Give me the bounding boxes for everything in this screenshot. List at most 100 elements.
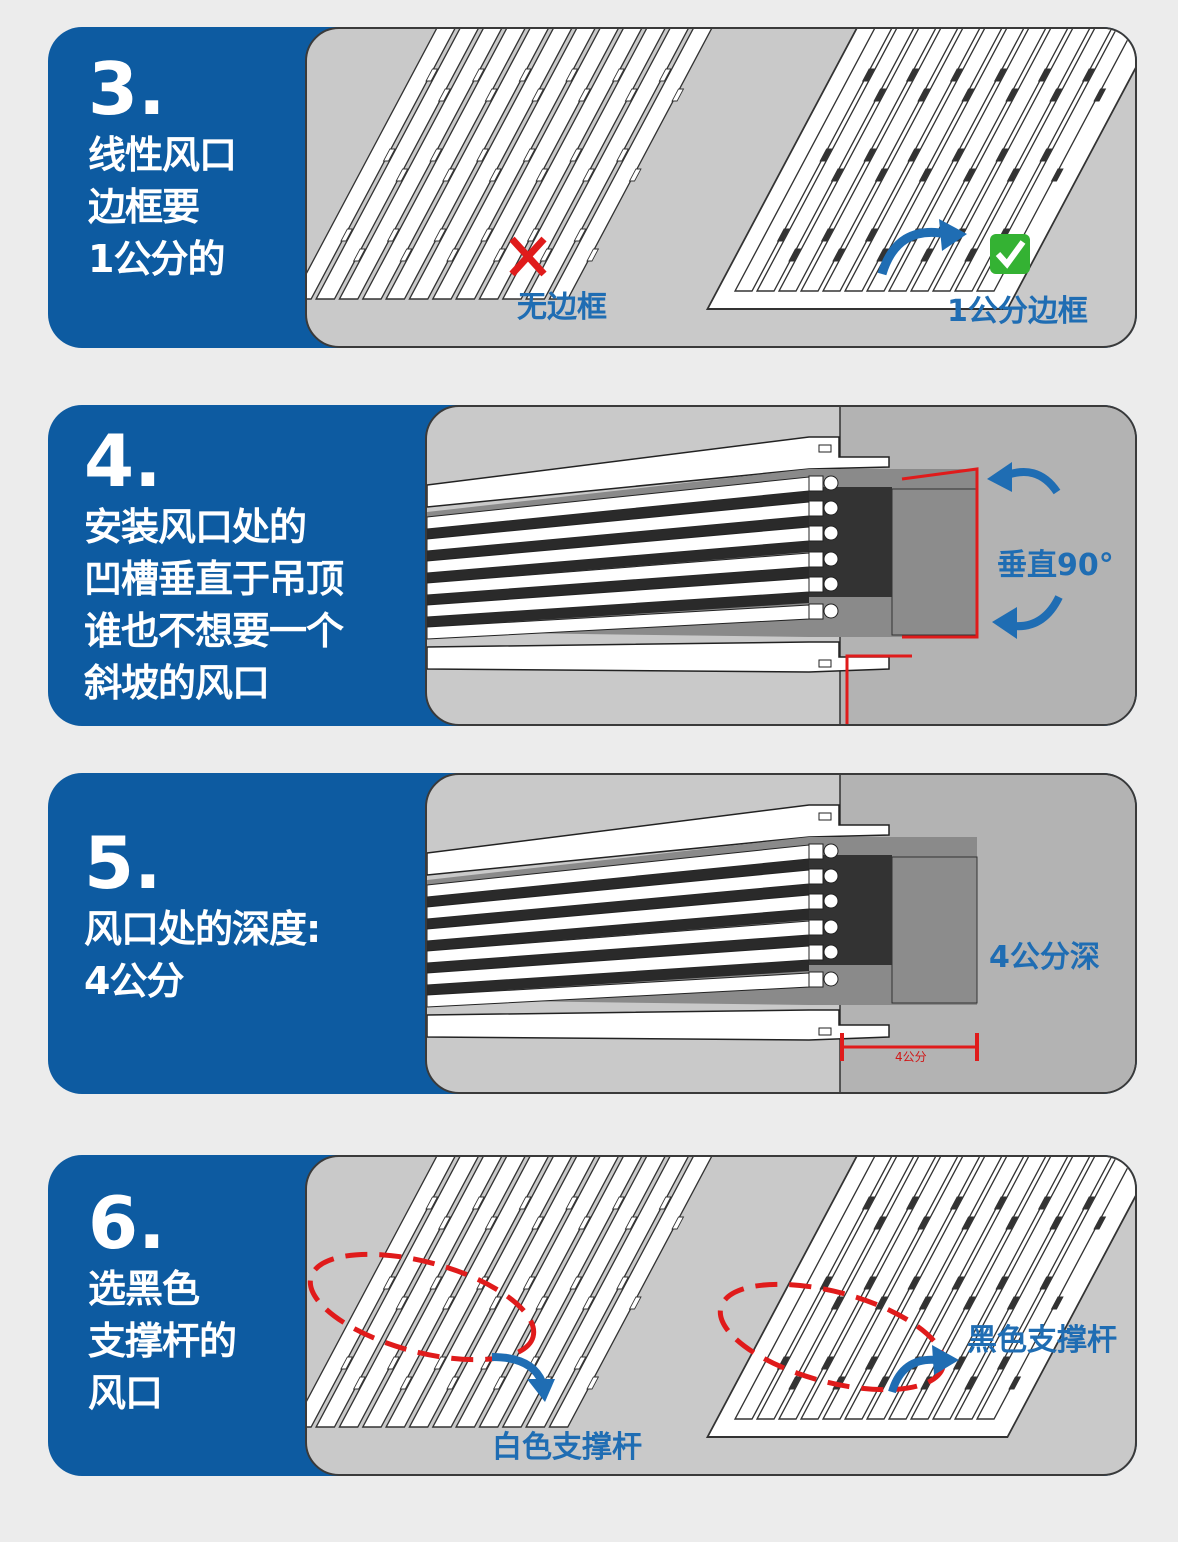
grille-slat [501, 1157, 677, 1428]
grille-slat [314, 29, 490, 300]
support-bar [873, 1216, 887, 1230]
grille-slat [887, 29, 1058, 292]
support-bar [820, 1356, 834, 1370]
slat-end [808, 971, 824, 988]
support-bar [819, 1276, 833, 1290]
slat-end [808, 475, 824, 492]
gap [427, 884, 809, 929]
gap [427, 541, 809, 583]
support-bar [1006, 1296, 1020, 1310]
support-bar [1081, 68, 1095, 82]
cross-section-illustration [427, 407, 1135, 724]
grille-slat [454, 29, 630, 300]
label-depth: 4公分深 [989, 940, 1100, 975]
section-line: 谁也不想要一个 [84, 609, 344, 653]
support-bar [437, 1216, 451, 1230]
support-bar [861, 1196, 875, 1210]
grille-slat [843, 1157, 1014, 1420]
section-line: 4公分 [84, 959, 184, 1003]
support-bar [993, 68, 1007, 82]
support-bar [624, 1216, 638, 1230]
slat-end [823, 843, 839, 859]
support-bar [1050, 1296, 1064, 1310]
support-bar [429, 1276, 443, 1290]
support-bar [961, 1216, 975, 1230]
support-bar [352, 1376, 366, 1390]
support-bar [522, 148, 536, 162]
arrow-head-icon [527, 1379, 555, 1402]
section-number: 5. [84, 821, 162, 905]
grille-slat [548, 29, 724, 300]
grille-illustration [307, 1157, 1135, 1438]
support-bar [962, 168, 976, 182]
slat-end [823, 500, 839, 516]
support-bar [492, 1376, 506, 1390]
gap [427, 909, 809, 951]
support-bar [788, 248, 802, 262]
support-bar [788, 1376, 802, 1390]
slat-end [808, 576, 824, 593]
support-bar [658, 68, 672, 82]
support-bar [565, 1196, 579, 1210]
slat-end [823, 944, 839, 960]
slat-end [823, 603, 839, 619]
support-bar [1039, 1276, 1053, 1290]
support-bar [1081, 1196, 1095, 1210]
support-bar [531, 1216, 545, 1230]
grille-slat [975, 1157, 1135, 1420]
support-bar [476, 148, 489, 162]
section-line: 1公分的 [88, 237, 225, 281]
support-bar [611, 68, 625, 82]
support-bar [442, 1296, 456, 1310]
support-bar [907, 1276, 921, 1290]
arrow-icon [888, 1355, 938, 1394]
support-bar [863, 1276, 877, 1290]
support-bar [819, 148, 833, 162]
slat-end [823, 893, 839, 909]
grille-slat [975, 29, 1135, 292]
support-bar [832, 248, 846, 262]
support-bar [864, 1356, 878, 1370]
support-bar [1093, 1216, 1107, 1230]
support-bar [1005, 1216, 1019, 1230]
support-bar [488, 1296, 502, 1310]
support-bar [569, 1276, 583, 1290]
support-bar [471, 68, 485, 82]
support-bar [395, 1296, 409, 1310]
section-3: 3. 线性风口 边框要 1公分的 无边框 1公分边框 [48, 27, 1137, 348]
support-bar [522, 1276, 536, 1290]
support-bar [488, 168, 502, 182]
support-bar [518, 68, 532, 82]
slat-end [808, 868, 824, 885]
support-bar [429, 148, 443, 162]
top-flange [427, 436, 890, 508]
grille-slat [501, 29, 677, 300]
support-bar [820, 228, 834, 242]
section-line: 风口处的深度: [84, 907, 321, 951]
arrow-icon [491, 1353, 546, 1384]
support-bar [949, 1196, 963, 1210]
support-bar [586, 248, 600, 262]
measure-label: 4公分 [895, 1050, 927, 1064]
support-bar [442, 168, 456, 182]
grille-no-frame [307, 29, 724, 300]
support-bar [1008, 1376, 1022, 1390]
support-bar [918, 1296, 932, 1310]
support-bar [535, 1296, 549, 1310]
slat-end [823, 551, 839, 567]
section-number: 4. [84, 419, 162, 503]
section-line: 支撑杆的 [88, 1319, 237, 1363]
slat-end [808, 500, 824, 517]
illustration-panel: 垂直90° [425, 405, 1137, 726]
support-bar [1039, 148, 1053, 162]
arrow-head-icon [987, 462, 1012, 492]
grille-white-bars [307, 1157, 724, 1428]
plenum-box [891, 488, 978, 636]
support-bar [918, 168, 932, 182]
grille-slat [755, 29, 926, 292]
section-line: 线性风口 [88, 133, 237, 177]
support-bar [582, 1296, 596, 1310]
support-bar [352, 248, 366, 262]
slat-end [808, 525, 824, 542]
support-bar [1037, 68, 1051, 82]
